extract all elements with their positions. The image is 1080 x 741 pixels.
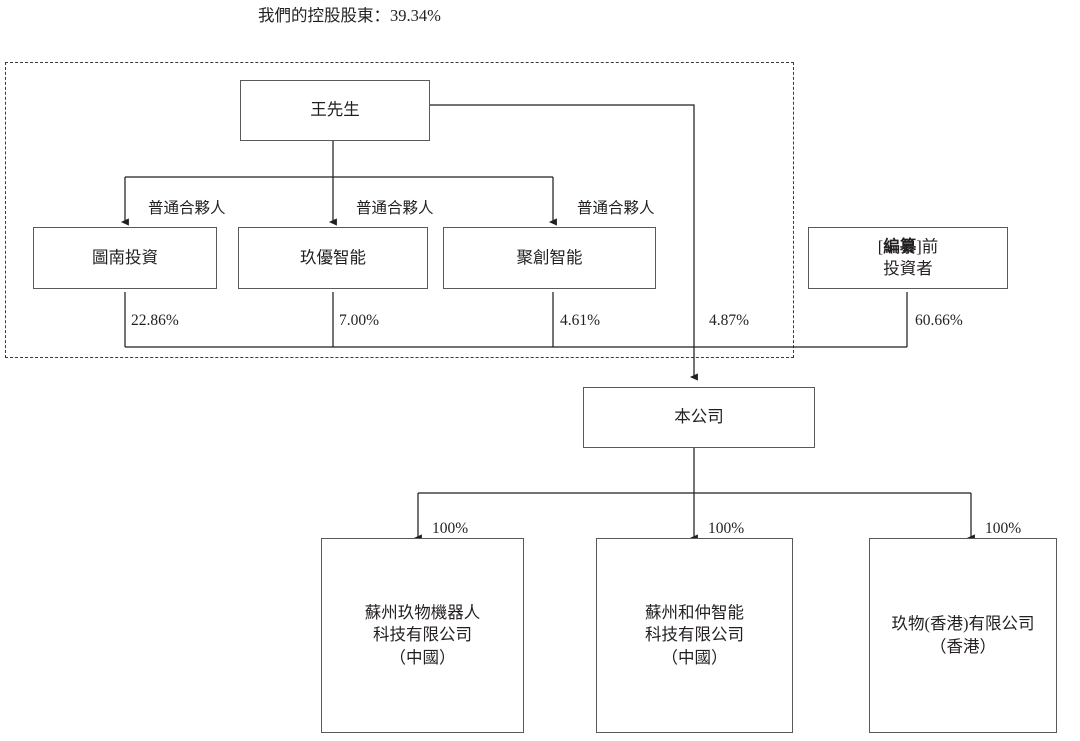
node-partner-juchuang-intelligent-label: 聚創智能 xyxy=(516,247,583,267)
edge-label-percent-subsidiary-3: 100% xyxy=(985,520,1022,537)
pre-ipo-bracket-close: ]前 投資者 xyxy=(883,236,939,278)
node-controlling-person[interactable]: 王先生 xyxy=(240,80,430,141)
edge-label-percent-subsidiary-1: 100% xyxy=(432,520,469,537)
node-pre-ipo-investors-label: [編纂]前 投資者 xyxy=(809,236,1007,281)
edge-label-percent-wang: 4.87% xyxy=(709,312,750,329)
edge-label-general-partner-1: 普通合夥人 xyxy=(148,200,226,217)
node-the-company[interactable]: 本公司 xyxy=(583,387,815,448)
edge-label-general-partner-3: 普通合夥人 xyxy=(577,200,655,217)
node-controlling-person-label: 王先生 xyxy=(310,100,360,120)
page-title: 我們的控股股東：39.34% xyxy=(258,6,441,25)
edge-label-percent-tunan: 22.86% xyxy=(131,312,179,329)
node-partner-jiuyou-intelligent-label: 玖優智能 xyxy=(300,247,366,267)
edge-label-percent-juchuang: 4.61% xyxy=(560,312,601,329)
edge-label-percent-pre-ipo: 60.66% xyxy=(915,312,963,329)
node-partner-juchuang-intelligent[interactable]: 聚創智能 xyxy=(443,227,656,289)
node-partner-tunan-investment[interactable]: 圖南投資 xyxy=(33,227,217,289)
edge-label-general-partner-2: 普通合夥人 xyxy=(356,200,434,217)
node-subsidiary-suzhou-jiuwu-robotics-label: 蘇州玖物機器人 科技有限公司 （中國） xyxy=(364,602,481,667)
edge-label-percent-jiuyou: 7.00% xyxy=(339,312,380,329)
controlling-shareholder-group-boundary xyxy=(5,62,794,358)
node-partner-tunan-investment-label: 圖南投資 xyxy=(92,247,158,267)
node-subsidiary-suzhou-hezhong-intelligent[interactable]: 蘇州和仲智能 科技有限公司 （中國） xyxy=(596,538,793,733)
node-subsidiary-suzhou-hezhong-intelligent-label: 蘇州和仲智能 科技有限公司 （中國） xyxy=(645,602,744,667)
node-subsidiary-jiuwu-hongkong-label: 玖物(香港)有限公司 （香港） xyxy=(891,614,1035,656)
edge-label-percent-subsidiary-2: 100% xyxy=(708,520,745,537)
node-partner-jiuyou-intelligent[interactable]: 玖優智能 xyxy=(238,227,428,289)
node-the-company-label: 本公司 xyxy=(674,407,724,427)
pre-ipo-redacted-tag: 編纂 xyxy=(883,236,917,256)
node-subsidiary-suzhou-jiuwu-robotics[interactable]: 蘇州玖物機器人 科技有限公司 （中國） xyxy=(321,538,524,733)
pre-ipo-bracket-open: [ xyxy=(877,236,884,256)
node-pre-ipo-investors[interactable]: [編纂]前 投資者 xyxy=(808,227,1008,289)
node-subsidiary-jiuwu-hongkong[interactable]: 玖物(香港)有限公司 （香港） xyxy=(869,538,1057,733)
